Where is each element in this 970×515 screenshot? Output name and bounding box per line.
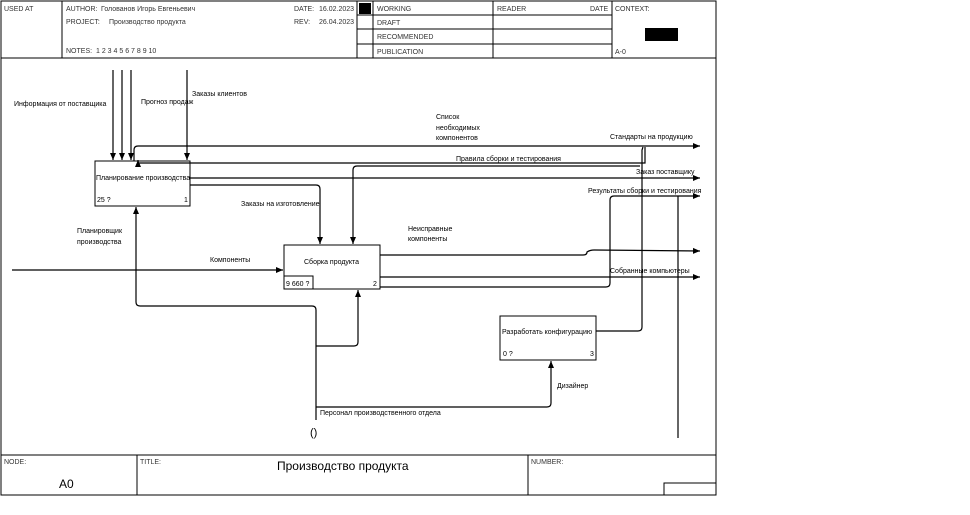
label-faulty-1: Неисправные [408, 226, 453, 233]
label-test-results: Результаты сборки и тестирования [588, 187, 702, 195]
box-3-cost: 0 ? [503, 351, 513, 358]
box-1-cost: 25 ? [97, 197, 111, 204]
box-2-name: Сборка продукта [304, 258, 359, 266]
notes-label: NOTES: [66, 48, 92, 55]
footer-frame [0, 454, 717, 496]
author-value: Голованов Игорь Евгеньевич [101, 6, 196, 13]
arrow-personnel-box2[interactable] [316, 290, 361, 347]
activity-box-3[interactable]: Разработать конфигурацию 0 ? 3 [499, 315, 597, 361]
label-components-list-1: Список [436, 114, 460, 121]
rev-value: 26.04.2023 [319, 19, 354, 26]
label-planner-1: Планировщик [77, 228, 123, 235]
context-thumbnail [645, 28, 678, 41]
box-3-number: 3 [590, 351, 594, 358]
arrow-standards[interactable] [133, 143, 700, 161]
date-label: DATE: [294, 6, 314, 13]
box-1-number: 1 [184, 197, 188, 204]
context-label: CONTEXT: [615, 6, 650, 13]
arrow-faulty-components[interactable] [380, 247, 701, 256]
label-personnel: Персонал производственного отдела [320, 410, 441, 417]
arrow-components-list-feedback[interactable] [135, 147, 646, 167]
status-working: WORKING [377, 6, 411, 13]
label-info-supplier: Информация от поставщика [14, 101, 107, 108]
arrow-test-results[interactable] [380, 193, 700, 288]
box-1-name: Планирование производства [96, 175, 190, 182]
label-supplier-order: Заказ поставщику [636, 169, 695, 176]
label-components-list-3: компонентов [436, 135, 478, 142]
activity-box-2[interactable]: Сборка продукта 9 660 ? 2 [283, 244, 381, 290]
arrow-mfg-orders[interactable] [190, 184, 323, 244]
arrow-planner[interactable] [133, 207, 317, 420]
date2-label: DATE [590, 6, 608, 13]
status-publication: PUBLICATION [377, 49, 423, 56]
label-client-orders: Заказы клиентов [192, 91, 247, 98]
header-frame [0, 0, 717, 59]
arrow-config-output[interactable] [596, 146, 644, 332]
context-node: A-0 [615, 49, 626, 56]
box-3-name: Разработать конфигурацию [502, 328, 592, 336]
project-value: Производство продукта [109, 19, 186, 26]
box-2-number: 2 [373, 281, 377, 288]
activity-box-1[interactable]: Планирование производства 25 ? 1 [94, 160, 191, 207]
label-components-list-2: необходимых [436, 124, 480, 132]
arrow-assembly-rules[interactable] [350, 165, 640, 244]
label-sales-forecast: Прогноз продаж [141, 99, 194, 106]
rev-label: REV: [294, 19, 310, 26]
label-components: Компоненты [210, 257, 250, 264]
reader-label: READER [497, 6, 526, 13]
node-label: NODE: [4, 459, 26, 466]
label-designer: Дизайнер [557, 382, 588, 390]
diagram-frame [0, 58, 717, 455]
label-planner-2: производства [77, 239, 122, 246]
number-label: NUMBER: [531, 459, 563, 466]
author-label: AUTHOR: [66, 6, 98, 13]
label-mfg-orders: Заказы на изготовление [241, 201, 320, 208]
title-label: TITLE: [140, 459, 161, 466]
label-standards: Стандарты на продукцию [610, 134, 693, 141]
status-draft: DRAFT [377, 20, 401, 27]
tunnel-icon: () [310, 427, 317, 439]
notes-value: 1 2 3 4 5 6 7 8 9 10 [96, 48, 156, 55]
project-label: PROJECT: [66, 19, 100, 26]
diagram-title: Производство продукта [277, 459, 409, 473]
node-value: A0 [59, 477, 74, 491]
label-assembled: Собранные компьютеры [610, 267, 690, 275]
date-value: 16.02.2023 [319, 6, 354, 13]
used-at-label: USED AT [4, 6, 34, 13]
status-working-marker [359, 3, 371, 14]
box-2-cost: 9 660 ? [286, 281, 309, 288]
label-assembly-rules: Правила сборки и тестирования [456, 155, 561, 163]
label-faulty-2: компоненты [408, 236, 447, 243]
arrow-designer[interactable] [316, 361, 554, 408]
status-recommended: RECOMMENDED [377, 34, 433, 41]
